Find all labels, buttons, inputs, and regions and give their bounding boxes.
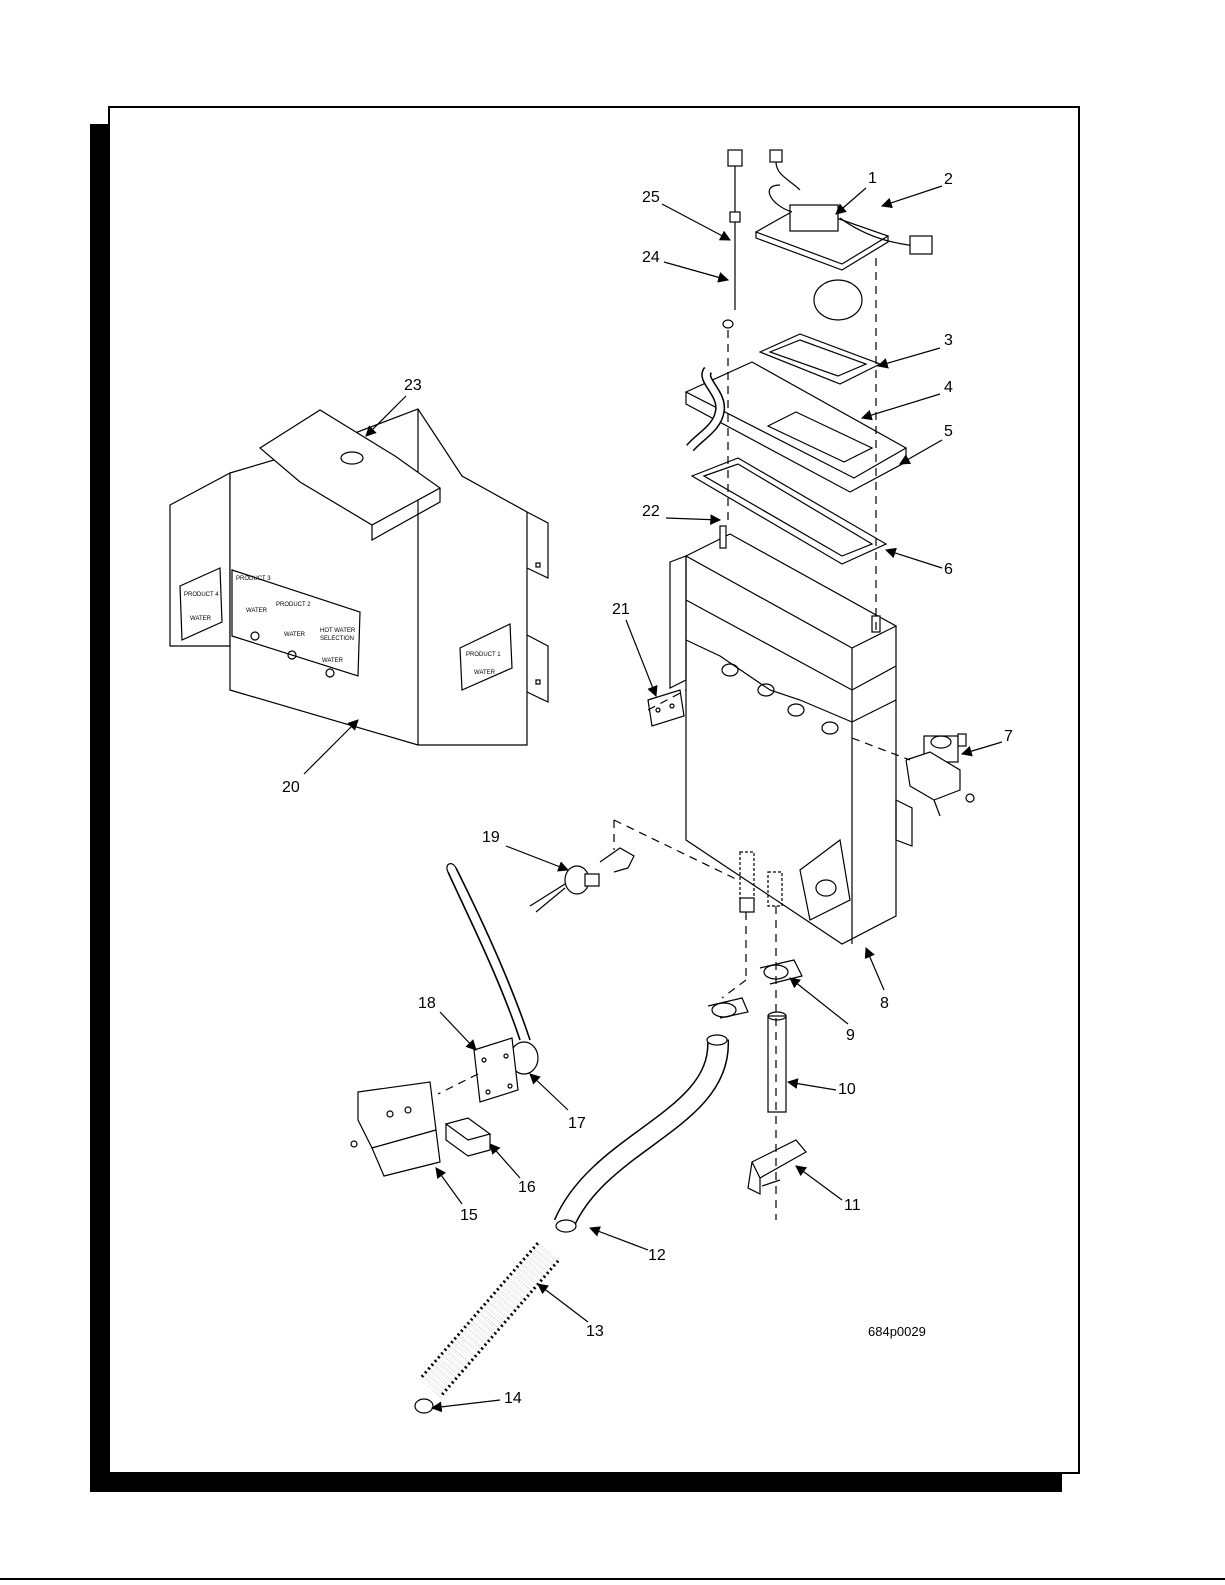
callout-16: 16 [518, 1179, 536, 1196]
spring-guard [415, 1252, 548, 1413]
decal-selection: SELECTION [320, 636, 354, 642]
callout-19: 19 [482, 829, 500, 846]
front-cover-assembly [170, 409, 548, 745]
callout-4: 4 [944, 379, 953, 396]
element-cover [351, 1082, 490, 1176]
heating-element [447, 864, 538, 1102]
callout-20: 20 [282, 779, 300, 796]
level-probe [723, 150, 742, 328]
decal-hot-water: HOT WATER [320, 628, 356, 634]
callout-11: 11 [844, 1197, 861, 1214]
callout-17: 17 [568, 1115, 586, 1132]
callout-21: 21 [612, 601, 630, 618]
figure-id: 684p0029 [868, 1324, 926, 1339]
callout-3: 3 [944, 332, 953, 349]
bracket-21 [648, 690, 684, 726]
callout-leaders [304, 186, 1002, 1408]
decal-water-1: WATER [474, 670, 496, 676]
decal-water-3: WATER [246, 608, 268, 614]
callout-5: 5 [944, 423, 953, 440]
drain-tube-assembly [748, 960, 806, 1194]
callout-6: 6 [944, 561, 953, 578]
decal-product-1: PRODUCT 1 [466, 652, 501, 658]
level-control-assembly [756, 150, 932, 320]
solenoid-valve [906, 734, 974, 816]
decal-water-hw: WATER [322, 658, 344, 664]
callout-22: 22 [642, 503, 660, 520]
decal-water-4: WATER [190, 616, 212, 622]
callout-1: 1 [868, 170, 877, 187]
hot-water-tank [670, 526, 912, 944]
temperature-sensor [530, 848, 634, 912]
callout-7: 7 [1004, 728, 1013, 745]
callout-14: 14 [504, 1390, 522, 1407]
callout-10: 10 [838, 1081, 856, 1098]
callout-15: 15 [460, 1207, 478, 1224]
decal-product-3: PRODUCT 3 [236, 576, 271, 582]
callout-23: 23 [404, 377, 422, 394]
callout-25: 25 [642, 189, 660, 206]
callout-13: 13 [586, 1323, 604, 1340]
decal-product-2: PRODUCT 2 [276, 602, 311, 608]
callout-9: 9 [846, 1027, 855, 1044]
callout-8: 8 [880, 995, 889, 1012]
decal-product-4: PRODUCT 4 [184, 592, 219, 598]
callout-12: 12 [648, 1247, 666, 1264]
callout-2: 2 [944, 171, 953, 188]
decal-water-2: WATER [284, 632, 306, 638]
callout-24: 24 [642, 249, 660, 266]
callout-18: 18 [418, 995, 436, 1012]
